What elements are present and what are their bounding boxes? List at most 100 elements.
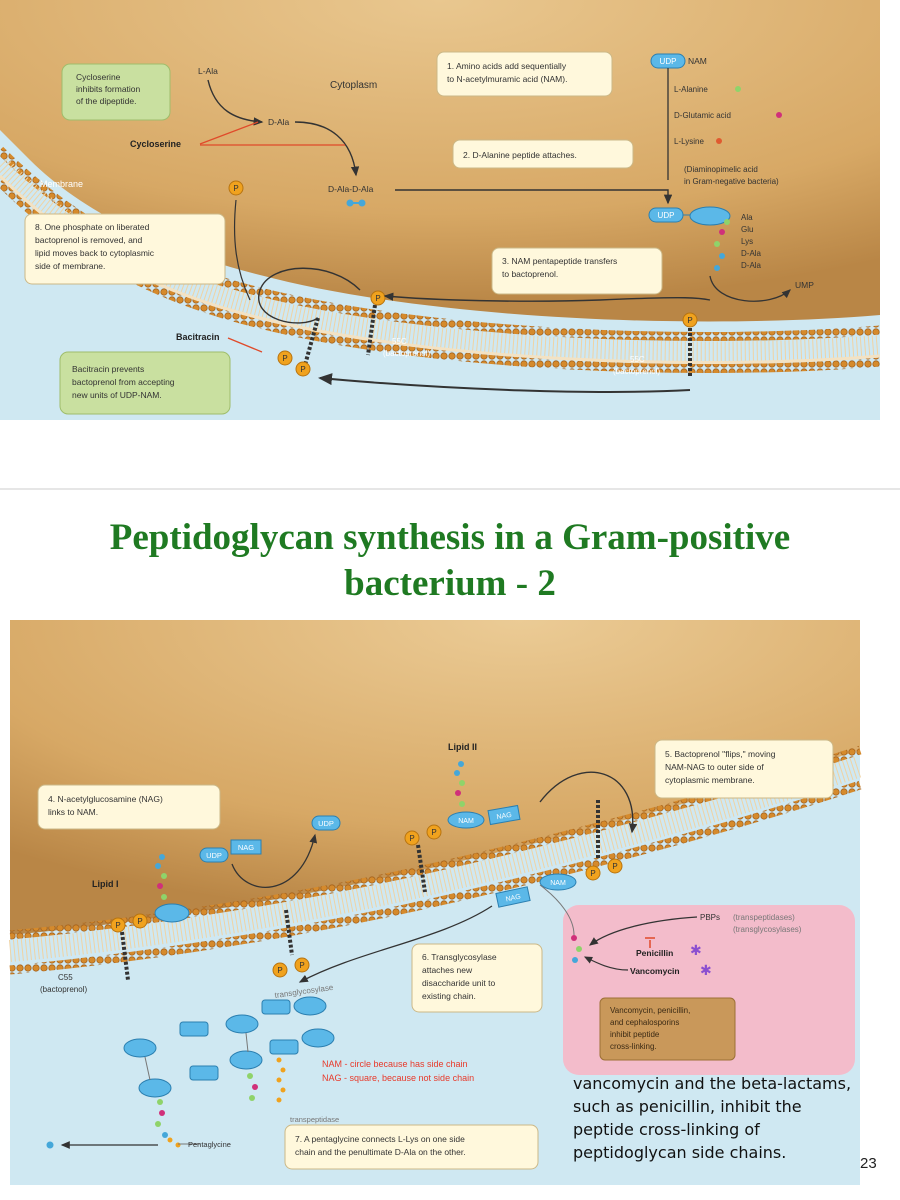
step3-note: 3. NAM pentapeptide transfers to bactopr…	[491, 247, 663, 295]
bactoprenol-bottom: P P	[272, 909, 310, 978]
inhibition-panel: PBPs (transpeptidases) (transglycosylase…	[539, 884, 855, 1075]
lipid-i: P P	[110, 854, 190, 981]
peptidoglycan-chain	[123, 996, 335, 1148]
step6-note: 6. Transglycosylase attaches new disacch…	[411, 943, 543, 1013]
svg-text:P: P	[300, 365, 305, 374]
udp-nag: UDP NAG	[199, 839, 262, 863]
step5-note: 5. Bactoprenol "flips," moving NAM-NAG t…	[654, 739, 834, 799]
svg-text:D-Glutamic acid: D-Glutamic acid	[674, 111, 731, 120]
svg-text:inhibits formation: inhibits formation	[76, 84, 141, 94]
slide-title: Peptidoglycan synthesis in a Gram-positi…	[0, 515, 900, 607]
dap-note-2: in Gram-negative bacteria)	[684, 177, 779, 186]
udp-release-arrow	[231, 833, 318, 888]
top-diagram-panel: Cytoplasm Membrane Cycloserine inhibits …	[0, 0, 900, 472]
flipped-lipid: P P NAM NAG	[495, 800, 623, 908]
svg-text:inhibit peptide: inhibit peptide	[610, 1030, 660, 1039]
svg-text:P: P	[687, 316, 692, 325]
penicillin-label: Penicillin	[636, 948, 673, 958]
svg-text:Glu: Glu	[741, 225, 753, 234]
step7-note: 7. A pentaglycine connects L-Lys on one …	[284, 1124, 539, 1170]
dipeptide-icon	[346, 199, 366, 207]
svg-text:Bacitracin prevents: Bacitracin prevents	[72, 364, 144, 374]
ump-label: UMP	[795, 280, 814, 290]
svg-text:P: P	[612, 862, 617, 871]
svg-text:D-Ala: D-Ala	[741, 249, 762, 258]
svg-text:1. Amino acids add sequentiall: 1. Amino acids add sequentially	[447, 61, 567, 71]
svg-text:P: P	[590, 869, 595, 878]
ump-arrow	[709, 275, 791, 302]
svg-text:D-Ala: D-Ala	[741, 261, 762, 270]
svg-text:P: P	[282, 354, 287, 363]
amino-chain: L-Alanine D-Glutamic acid L-Lysine	[674, 85, 782, 146]
bacitracin-note: Bacitracin prevents bactoprenol from acc…	[59, 351, 231, 415]
svg-text:bactoprenol is removed, and: bactoprenol is removed, and	[35, 235, 143, 245]
svg-text:NAM-NAG to outer side of: NAM-NAG to outer side of	[665, 762, 764, 772]
return-arrow	[318, 373, 691, 393]
svg-text:new units of UDP-NAM.: new units of UDP-NAM.	[72, 390, 162, 400]
slide-divider	[0, 488, 900, 490]
bottom-diagram: Lipid I P P 4. N-acetylglucosamine (NAG)…	[0, 620, 900, 1185]
svg-text:to N-acetylmuramic acid (NAM).: to N-acetylmuramic acid (NAM).	[447, 74, 567, 84]
membrane-outer-leaflet-2	[9, 780, 862, 975]
step8-note: 8. One phosphate on liberated bactopreno…	[24, 213, 226, 285]
svg-text:P: P	[277, 966, 282, 975]
svg-text:chain and the penultimate D-Al: chain and the penultimate D-Ala on the o…	[295, 1147, 466, 1157]
svg-text:P: P	[409, 834, 414, 843]
bottom-diagram-panel: Lipid I P P 4. N-acetylglucosamine (NAG)…	[0, 620, 900, 1185]
svg-text:UDP: UDP	[318, 819, 334, 828]
bactoprenol-label-1: (bactoprenol)	[383, 349, 430, 358]
svg-text:cross-linking.: cross-linking.	[610, 1042, 657, 1051]
transfer-arrow	[383, 292, 711, 302]
svg-text:links to NAM.: links to NAM.	[48, 807, 98, 817]
vancomycin-label: Vancomycin	[630, 966, 680, 976]
svg-text:2. D-Alanine peptide attaches.: 2. D-Alanine peptide attaches.	[463, 150, 577, 160]
step1-note: 1. Amino acids add sequentially to N-ace…	[436, 51, 613, 97]
slide-title-line-2: bacterium - 2	[344, 563, 556, 604]
udp-nam-pentapeptide: UDP Ala Glu Lys D-Ala D-Ala	[648, 206, 762, 271]
svg-text:UDP: UDP	[206, 851, 222, 860]
legend-nag: NAG - square, because not side chain	[322, 1073, 474, 1083]
lipid-ii-label: Lipid II	[448, 742, 477, 752]
svg-text:disaccharide unit to: disaccharide unit to	[422, 978, 496, 988]
liberated-phosphate: P	[228, 180, 251, 301]
lipid-ii: P P NAM NAG	[404, 761, 521, 893]
svg-text:NAM: NAM	[550, 880, 566, 887]
membrane-tails	[0, 158, 881, 364]
d-ala-d-ala-label: D-Ala-D-Ala	[328, 184, 374, 194]
bactoprenol-3: P P	[277, 317, 320, 377]
svg-text:(transpeptidases): (transpeptidases)	[733, 913, 795, 922]
svg-text:NAG: NAG	[496, 812, 512, 822]
transpeptidase-label: transpeptidase	[290, 1115, 339, 1124]
svg-text:7. A pentaglycine connects L-L: 7. A pentaglycine connects L-Lys on one …	[295, 1134, 465, 1144]
bactoprenol-1: P	[366, 290, 386, 356]
svg-text:P: P	[137, 917, 142, 926]
svg-text:P: P	[115, 921, 120, 930]
vancomycin-star-icon: ✱	[700, 962, 712, 978]
transglycosylase-arrow	[298, 905, 493, 983]
cycloserine-inhibit-line-1	[199, 121, 259, 145]
step2-note: 2. D-Alanine peptide attaches.	[452, 139, 634, 169]
svg-text:5. Bactoprenol "flips," moving: 5. Bactoprenol "flips," moving	[665, 749, 776, 759]
cycloserine-note: Cycloserine inhibits formation of the di…	[61, 63, 171, 121]
svg-text:NAM: NAM	[688, 56, 707, 66]
slide-caption: vancomycin and the beta-lactams, such as…	[573, 1074, 852, 1162]
svg-text:P: P	[299, 961, 304, 970]
svg-text:(transglycosylases): (transglycosylases)	[733, 925, 802, 934]
bactoprenol-label-bottom: (bactoprenol)	[40, 985, 87, 994]
udp-released: UDP	[311, 815, 341, 831]
c55-label-bottom: C55	[58, 973, 73, 982]
bacitracin-inhibit-line	[227, 337, 263, 353]
cycloserine-label: Cycloserine	[130, 139, 181, 149]
svg-text:of the dipeptide.: of the dipeptide.	[76, 96, 137, 106]
l-ala-to-d-ala-arrow	[207, 79, 264, 126]
svg-text:L-Alanine: L-Alanine	[674, 85, 708, 94]
svg-text:NAG: NAG	[505, 893, 521, 903]
svg-text:8. One phosphate on liberated: 8. One phosphate on liberated	[35, 222, 150, 232]
svg-text:L-Lysine: L-Lysine	[674, 137, 704, 146]
loop-arrow	[258, 267, 361, 324]
svg-text:P: P	[233, 184, 238, 193]
svg-text:and cephalosporins: and cephalosporins	[610, 1018, 679, 1027]
svg-text:bactoprenol from accepting: bactoprenol from accepting	[72, 377, 175, 387]
svg-text:side of membrane.: side of membrane.	[35, 261, 105, 271]
dipeptide-to-nam-arrow	[395, 189, 673, 205]
